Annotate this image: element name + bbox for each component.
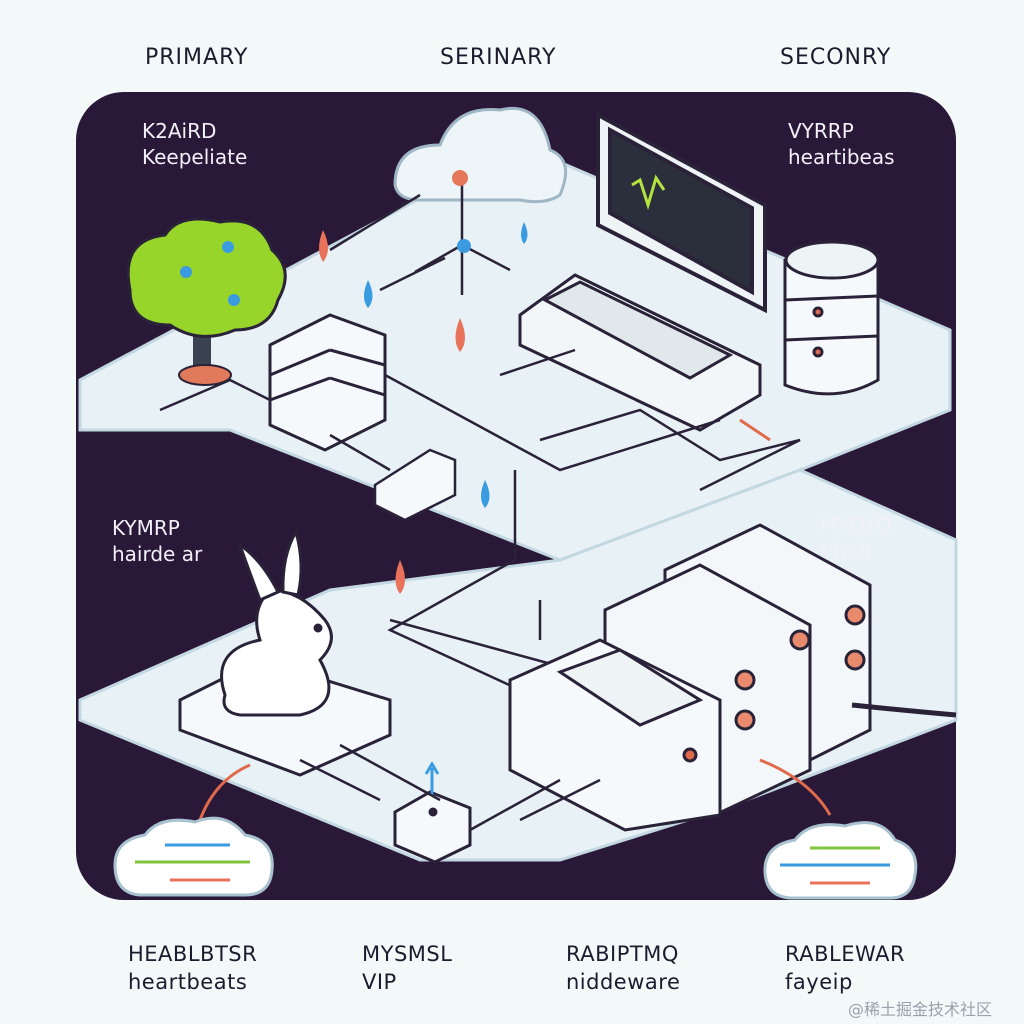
label-line: niddeware (566, 970, 681, 994)
label-line: RABLEWAR (785, 942, 906, 966)
blue-drop-icon (364, 280, 373, 308)
label-primary: PRIMARY (145, 45, 249, 70)
label-line: heartbeats (128, 970, 248, 994)
red-drop-icon (319, 230, 328, 262)
label-keepalived: K2AiRD Keepeliate (142, 118, 247, 170)
cloud-icon (393, 106, 568, 204)
red-drop-icon (395, 560, 405, 594)
primary-server-stack-icon (268, 313, 387, 452)
watermark: @稀土掘金技术社区 (848, 1000, 993, 1019)
hub-lines (329, 180, 511, 295)
rabbit-icon (178, 528, 392, 777)
label-line: KYMRP (112, 516, 180, 540)
label-mydyq: MYDYQ VRi3l (820, 512, 892, 564)
connection-lines (159, 348, 801, 692)
bottom-left-cloud-icon (113, 816, 274, 897)
label-line: Keepeliate (142, 145, 248, 169)
label-heartbeats: HEABLBTSR heartbeats (128, 940, 257, 996)
label-kymrp: KYMRP hairde ar (112, 515, 202, 567)
label-fayeip: RABLEWAR fayeip (785, 940, 905, 996)
label-vrrp-heartbeats: VYRRP heartibeas (788, 118, 895, 170)
hub-node-red (452, 170, 468, 186)
monitor-icon (596, 111, 767, 314)
connector-icon (373, 448, 457, 522)
label-line: MYDYQ (820, 513, 892, 537)
tree-icon (126, 217, 287, 386)
keyboard-switch-icon (518, 273, 762, 432)
lower-connection-lines (299, 743, 601, 832)
label-line: RABIPTMQ (566, 942, 679, 966)
label-line: fayeip (785, 970, 853, 994)
rack-server-icon (508, 523, 872, 832)
red-arrow-icon (198, 418, 832, 821)
label-line: HEABLBTSR (128, 942, 258, 966)
label-seconry: SECONRY (780, 45, 892, 70)
label-serinary: SERINARY (440, 45, 557, 70)
cable (851, 702, 957, 718)
blue-arrow-up-icon (424, 761, 440, 795)
label-line: VYRRP (788, 119, 854, 143)
label-line: heartibeas (788, 145, 895, 169)
label-line: hairde ar (112, 542, 203, 566)
small-hub-icon (393, 790, 472, 864)
database-icon (783, 240, 880, 396)
blue-drop-icon (521, 222, 528, 244)
label-line: K2AiRD (142, 119, 217, 143)
label-rabbitmq: RABIPTMQ niddeware (566, 940, 680, 996)
label-mysql-vip: MYSMSL VIP (362, 940, 452, 996)
hub-node-blue (457, 239, 471, 253)
red-drop-icon (455, 318, 465, 352)
blue-drop-icon (481, 480, 490, 508)
label-line: MYSMSL (362, 942, 453, 966)
bottom-right-cloud-icon (763, 821, 918, 900)
label-line: VIP (362, 970, 397, 994)
label-line: VRi3l (820, 539, 872, 563)
